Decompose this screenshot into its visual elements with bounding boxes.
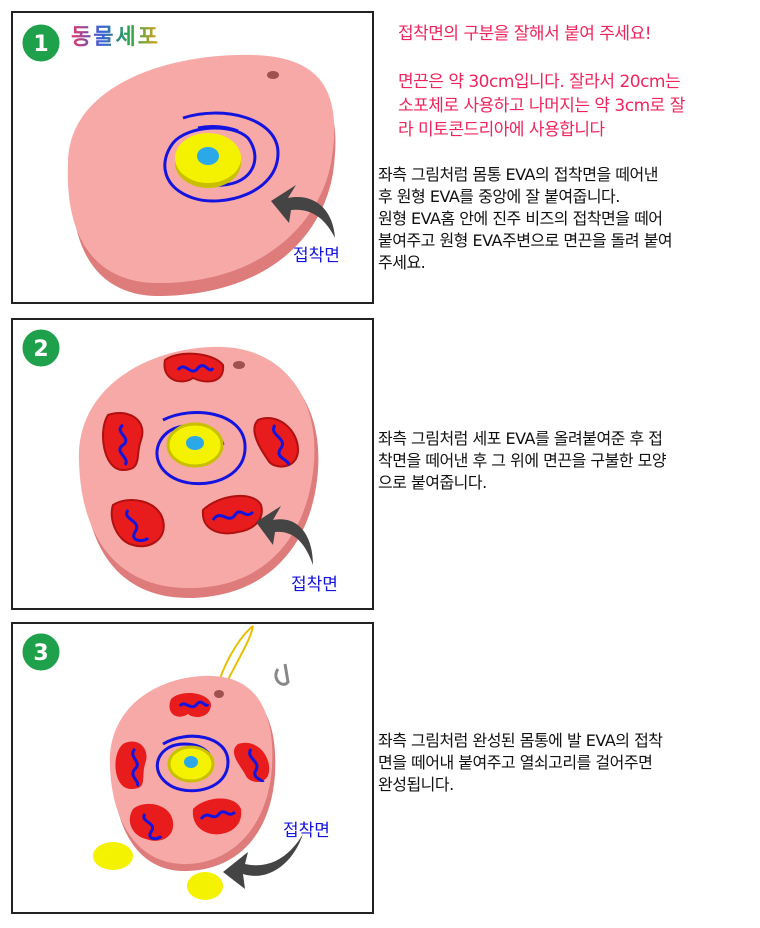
- adhesive-label: 접착면: [293, 246, 340, 266]
- keyring-strap: [217, 625, 254, 687]
- organelle: [233, 742, 270, 782]
- step-2-text: 좌측 그림처럼 세포 EVA를 올려붙여준 후 접 착면을 떼어낸 후 그 위에…: [378, 428, 667, 494]
- pearl-bead: [184, 756, 198, 768]
- keyring-hook: [274, 663, 290, 686]
- step-number: 1: [33, 32, 48, 57]
- organelle: [115, 741, 147, 789]
- step-3-panel: 3 접착면: [11, 622, 374, 914]
- organelle: [253, 417, 300, 468]
- text-line: 좌측 그림처럼 세포 EVA를 올려붙여준 후 접: [378, 429, 663, 448]
- pearl-bead: [186, 436, 204, 450]
- arrow: [256, 506, 313, 565]
- notice-spacer: [398, 46, 685, 70]
- text-line: 원형 EVA홈 안에 진주 비즈의 접착면을 떼어: [378, 209, 663, 228]
- text-line: 으로 붙여줍니다.: [378, 473, 487, 492]
- thread-spiral: [155, 734, 230, 793]
- thread-spiral: [163, 111, 280, 203]
- step-number: 3: [33, 641, 48, 666]
- organelle: [163, 352, 225, 383]
- text-line: 붙여주고 원형 EVA주변으로 면끈을 돌려 붙여: [378, 231, 673, 250]
- step-number: 2: [33, 337, 48, 362]
- text-line: 주세요.: [378, 253, 426, 272]
- step-title: 동물세포: [71, 19, 160, 51]
- hole: [233, 361, 245, 369]
- foot: [187, 872, 223, 900]
- notice-line: 라 미토콘드리아에 사용합니다: [398, 120, 605, 140]
- step-2-illustration: 2: [19, 326, 319, 599]
- organelle: [129, 803, 174, 841]
- arrow: [223, 834, 303, 889]
- thread-squiggles: [118, 364, 290, 542]
- text-line: 완성됩니다.: [378, 775, 454, 794]
- hole: [214, 690, 224, 698]
- adhesive-label: 접착면: [291, 575, 338, 595]
- step-3-text: 좌측 그림처럼 완성된 몸통에 발 EVA의 접착 면을 떼어내 붙여주고 열쇠…: [378, 730, 663, 796]
- thread-squiggles: [131, 700, 265, 841]
- text-line: 후 원형 EVA를 중앙에 잘 붙여줍니다.: [378, 187, 620, 206]
- hole: [267, 71, 279, 79]
- notice-text: 접착면의 구분을 잘해서 붙여 주세요! 면끈은 약 30cm입니다. 잘라서 …: [398, 22, 685, 142]
- step-1-text: 좌측 그림처럼 몸통 EVA의 접착면을 떼어낸 후 원형 EVA를 중앙에 잘…: [378, 164, 673, 274]
- adhesive-label: 접착면: [283, 821, 330, 841]
- notice-line: 접착면의 구분을 잘해서 붙여 주세요!: [398, 24, 652, 44]
- organelle: [102, 412, 144, 472]
- foot: [93, 842, 133, 870]
- organelle: [110, 499, 165, 548]
- step-badge: [19, 326, 63, 370]
- step-2-panel: 2 접착면: [11, 318, 374, 610]
- step-badge: [19, 630, 63, 674]
- pearl-bead: [197, 147, 219, 165]
- step-1-panel: 1 동물세포 접착면: [11, 11, 374, 304]
- text-line: 좌측 그림처럼 완성된 몸통에 발 EVA의 접착: [378, 731, 663, 750]
- notice-line: 면끈은 약 30cm입니다. 잘라서 20cm는: [398, 72, 681, 92]
- text-line: 착면을 떼어낸 후 그 위에 면끈을 구불한 모양: [378, 451, 667, 470]
- text-line: 면을 떼어내 붙여주고 열쇠고리를 걸어주면: [378, 753, 653, 772]
- step-3-illustration: 3: [19, 625, 303, 900]
- text-line: 좌측 그림처럼 몸통 EVA의 접착면을 떼어낸: [378, 165, 658, 184]
- step-badge: [19, 21, 63, 65]
- step-1-illustration: 1: [19, 21, 336, 297]
- arrow: [271, 185, 335, 238]
- organelles: [102, 352, 300, 548]
- notice-line: 소포체로 사용하고 나머지는 약 3cm로 잘: [398, 96, 685, 116]
